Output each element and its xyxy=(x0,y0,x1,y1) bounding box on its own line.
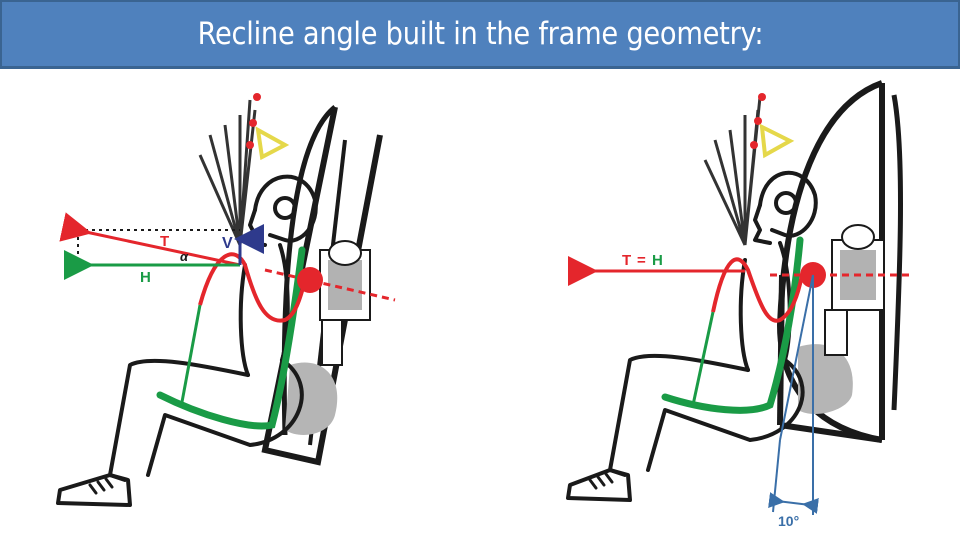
hang-point xyxy=(297,267,323,293)
slide-title: Recline angle built in the frame geometr… xyxy=(197,16,763,52)
toggle-ball xyxy=(754,117,762,125)
left-diagram-svg: T V H α xyxy=(56,93,396,507)
toggle-ball xyxy=(246,141,254,149)
harness-strap xyxy=(691,311,715,406)
pilot xyxy=(56,174,318,507)
shoulder-strap xyxy=(198,252,307,323)
engine xyxy=(319,240,371,366)
left-diagram: T V H α xyxy=(0,75,480,540)
label-H: H xyxy=(652,252,663,269)
label-V: V xyxy=(222,235,233,252)
angle-dimension-arrow xyxy=(768,492,819,514)
shoulder-strap xyxy=(711,257,804,323)
right-diagram: T = H 10° xyxy=(480,75,960,540)
toggle-ball xyxy=(253,93,261,101)
risers xyxy=(703,96,762,246)
thrust-vector xyxy=(59,212,241,267)
label-T: T xyxy=(160,233,169,250)
label-T: T xyxy=(622,252,631,269)
harness-strap xyxy=(180,304,202,403)
right-diagram-svg: T = H 10° xyxy=(566,80,910,529)
risers xyxy=(198,99,257,246)
thrust-line xyxy=(264,268,396,302)
title-bar: Recline angle built in the frame geometr… xyxy=(0,0,960,69)
toggle-ball xyxy=(758,93,766,101)
label-H: H xyxy=(140,269,151,286)
toggle-ball xyxy=(249,119,257,127)
label-equals: = xyxy=(637,252,646,269)
label-alpha: α xyxy=(180,249,189,264)
label-T-equals-H: T = H xyxy=(622,252,663,269)
engine xyxy=(824,224,885,356)
harness-seat xyxy=(156,246,306,430)
harness-seat xyxy=(661,236,804,414)
speed-bar-handle xyxy=(759,123,795,159)
reserve-container xyxy=(798,344,853,415)
speed-bar-handle xyxy=(255,126,290,161)
label-recline-angle: 10° xyxy=(778,513,799,529)
toggle-ball xyxy=(750,141,758,149)
frame-axis-line xyxy=(779,274,814,441)
